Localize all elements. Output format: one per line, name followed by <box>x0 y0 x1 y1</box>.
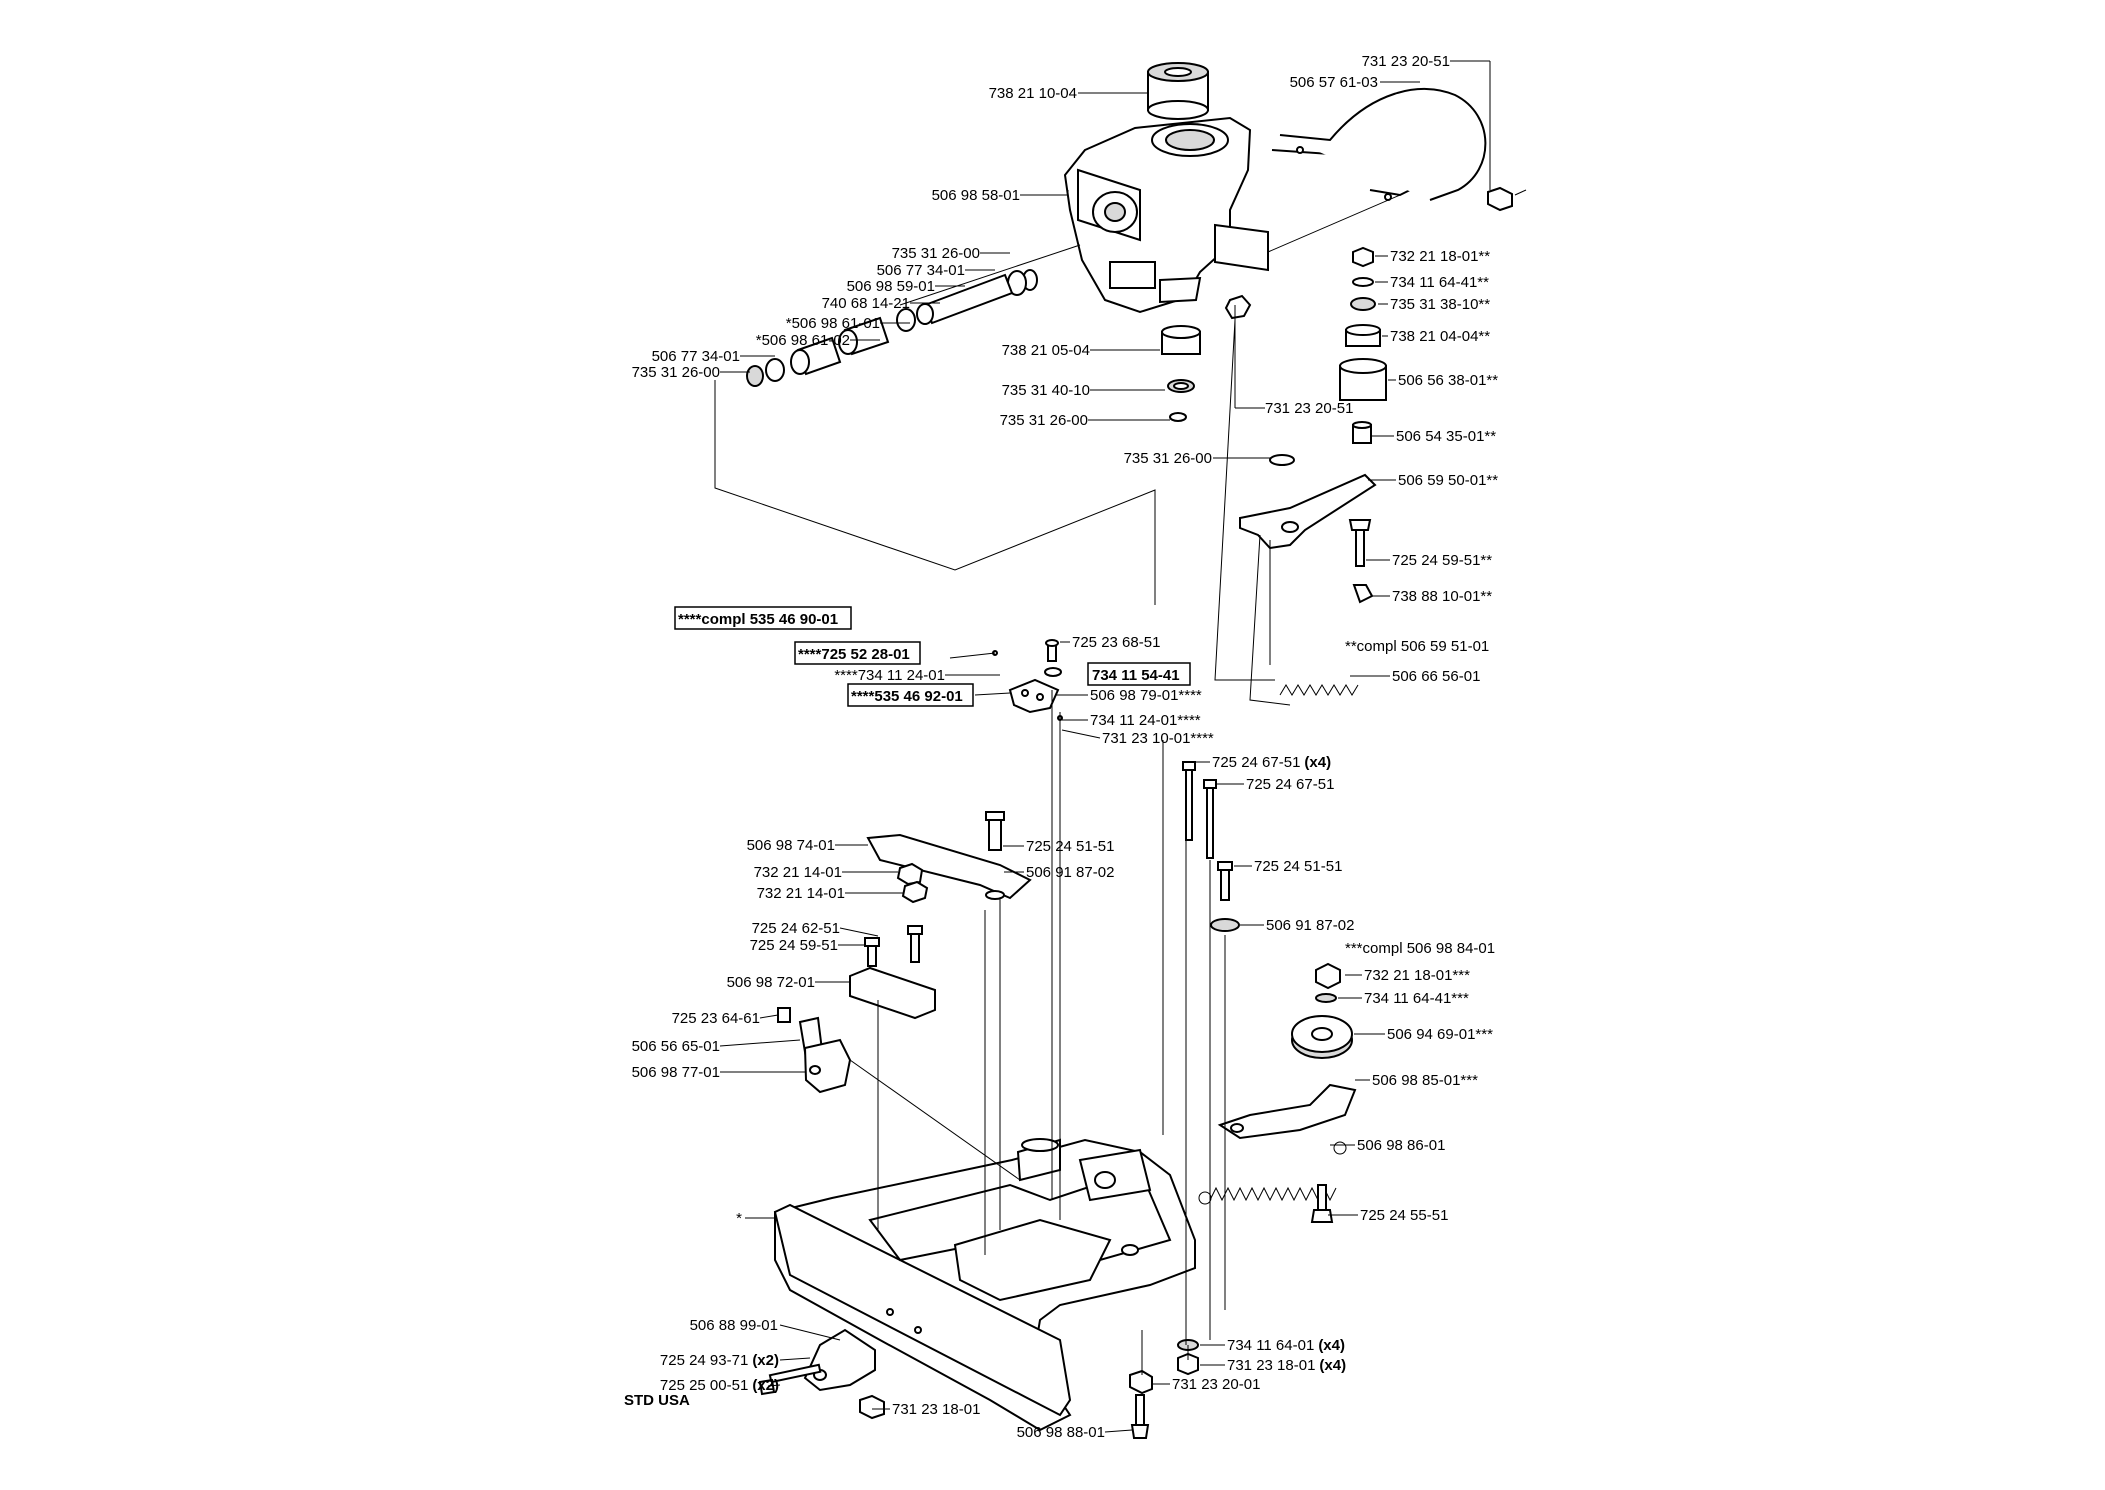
725-52-28-01-box <box>794 641 921 665</box>
label-506-54-35-01: 506 54 35-01** <box>1396 428 1496 445</box>
label-506-56-65-01: 506 56 65-01 <box>632 1038 720 1055</box>
label-506-98-77-01: 506 98 77-01 <box>632 1064 720 1081</box>
idler-stack-right <box>1339 246 1387 444</box>
label-731-23-20-01: 731 23 20-01 <box>1172 1376 1260 1393</box>
label-506-56-38-01: 506 56 38-01** <box>1398 372 1498 389</box>
brake-link-bar <box>866 811 1032 904</box>
label-506-91-87-02-a: 506 91 87-02 <box>1026 864 1114 881</box>
shaft-assembly <box>746 269 1038 387</box>
label-735-31-26-00-d: 735 31 26-00 <box>1124 450 1212 467</box>
label-506-98-85-01: 506 98 85-01*** <box>1372 1072 1478 1089</box>
label-506-66-56-01: 506 66 56-01 <box>1392 668 1480 685</box>
leader-lines <box>714 60 1491 1433</box>
idler-arm <box>1239 454 1377 604</box>
label-725-24-51-51-b: 725 24 51-51 <box>1254 858 1342 875</box>
label-731-23-20-51-top: 731 23 20-51 <box>1362 53 1450 70</box>
label-506-98-88-01: 506 98 88-01 <box>1017 1424 1105 1441</box>
label-735-31-38-10: 735 31 38-10** <box>1390 296 1490 313</box>
label-compl-506-59-51-01: **compl 506 59 51-01 <box>1345 638 1489 655</box>
label-506-57-61-03: 506 57 61-03 <box>1290 74 1378 91</box>
hitch-bracket <box>758 1328 885 1420</box>
label-506-59-50-01: 506 59 50-01** <box>1398 472 1498 489</box>
label-std-usa: STD USA <box>624 1392 690 1409</box>
label-compl-535-46-90-01: ****compl 535 46 90-01 <box>678 611 838 628</box>
label-506-94-69-01: 506 94 69-01*** <box>1387 1026 1493 1043</box>
label-735-31-40-10: 735 31 40-10 <box>1002 382 1090 399</box>
spring-upper <box>1279 684 1359 696</box>
idler-pulley-assembly <box>1217 962 1357 1140</box>
label-506-98-74-01: 506 98 74-01 <box>747 837 835 854</box>
label-725-24-59-51-b: 725 24 59-51 <box>750 937 838 954</box>
label-732-21-18-01-b: 732 21 18-01*** <box>1364 967 1470 984</box>
label-734-11-24-01-a: ****734 11 24-01 <box>834 667 945 684</box>
part-labels: 738 21 10-04 731 23 20-51 506 57 61-03 5… <box>624 53 1498 1441</box>
535-46-92-01-box <box>847 683 974 707</box>
label-725-23-64-61: 725 23 64-61 <box>672 1010 760 1027</box>
compl-535-46-90-01-box <box>674 606 852 630</box>
safety-switch <box>777 1007 852 1094</box>
label-738-21-04-04: 738 21 04-04** <box>1390 328 1490 345</box>
label-738-88-10-01: 738 88 10-01** <box>1392 588 1492 605</box>
label-725-23-68-51: 725 23 68-51 <box>1072 634 1160 651</box>
label-735-31-26-00-b: 735 31 26-00 <box>632 364 720 381</box>
label-506-98-86-01: 506 98 86-01 <box>1357 1137 1445 1154</box>
top-bearing <box>1147 62 1209 120</box>
label-725-24-59-51-a: 725 24 59-51** <box>1392 552 1492 569</box>
label-725-25-00-51-x2: 725 25 00-51 (x2) <box>660 1377 779 1394</box>
label-731-23-20-51-mid: 731 23 20-51 <box>1265 400 1353 417</box>
label-725-24-67-51: 725 24 67-51 <box>1246 776 1334 793</box>
label-506-98-61-02: *506 98 61-02 <box>756 332 850 349</box>
label-506-77-34-01-b: 506 77 34-01 <box>652 348 740 365</box>
nut-top-right <box>1487 186 1527 212</box>
switch-bracket <box>992 639 1063 721</box>
label-506-91-87-02-b: 506 91 87-02 <box>1266 917 1354 934</box>
label-asterisk-frame: * <box>736 1210 742 1227</box>
label-735-31-26-00-c: 735 31 26-00 <box>1000 412 1088 429</box>
main-frame <box>773 1138 1196 1432</box>
label-506-98-61-01: *506 98 61-01 <box>786 315 880 332</box>
label-740-68-14-21: 740 68 14-21 <box>822 295 910 312</box>
label-731-23-18-01: 731 23 18-01 <box>892 1401 980 1418</box>
label-506-98-79-01: 506 98 79-01**** <box>1090 687 1202 704</box>
label-732-21-14-01-a: 732 21 14-01 <box>754 864 842 881</box>
label-725-24-67-51-x4: 725 24 67-51 (x4) <box>1212 754 1331 771</box>
label-725-24-51-51-a: 725 24 51-51 <box>1026 838 1114 855</box>
strap-bracket <box>1271 88 1487 201</box>
label-738-21-05-04: 738 21 05-04 <box>1002 342 1090 359</box>
label-734-11-64-01-x4: 734 11 64-01 (x4) <box>1227 1337 1345 1354</box>
label-535-46-92-01: ****535 46 92-01 <box>851 688 963 705</box>
label-725-24-62-51: 725 24 62-51 <box>752 920 840 937</box>
label-506-77-34-01-a: 506 77 34-01 <box>877 262 965 279</box>
spring-lower <box>1198 1141 1347 1205</box>
label-734-11-24-01-b: 734 11 24-01**** <box>1090 712 1201 729</box>
label-738-21-10-04: 738 21 10-04 <box>989 85 1077 102</box>
label-735-31-26-00-a: 735 31 26-00 <box>892 245 980 262</box>
gear-housing <box>1063 116 1269 314</box>
label-506-98-59-01: 506 98 59-01 <box>847 278 935 295</box>
label-506-98-58-01: 506 98 58-01 <box>932 187 1020 204</box>
label-725-24-93-71-x2: 725 24 93-71 (x2) <box>660 1352 779 1369</box>
bolt-washer-right <box>1210 861 1240 932</box>
label-732-21-18-01-a: 732 21 18-01** <box>1390 248 1490 265</box>
label-731-23-18-01-x4: 731 23 18-01 (x4) <box>1227 1357 1346 1374</box>
label-732-21-14-01-b: 732 21 14-01 <box>757 885 845 902</box>
mounting-block <box>849 925 936 1020</box>
label-734-11-64-41-b: 734 11 64-41*** <box>1364 990 1469 1007</box>
bolt-725-24-55-51 <box>1310 1184 1334 1223</box>
label-734-11-64-41-a: 734 11 64-41** <box>1390 274 1489 291</box>
label-compl-506-98-84-01: ***compl 506 98 84-01 <box>1345 940 1495 957</box>
long-bolts <box>1182 761 1217 859</box>
734-11-54-41-box <box>1087 662 1191 686</box>
lower-bearing-stack <box>1161 294 1252 422</box>
label-731-23-10-01: 731 23 10-01**** <box>1102 730 1214 747</box>
label-725-52-28-01: ****725 52 28-01 <box>798 646 910 663</box>
label-734-11-54-41: 734 11 54-41 <box>1092 667 1180 684</box>
label-725-24-55-51: 725 24 55-51 <box>1360 1207 1448 1224</box>
label-506-88-99-01: 506 88 99-01 <box>690 1317 778 1334</box>
label-506-98-72-01: 506 98 72-01 <box>727 974 815 991</box>
